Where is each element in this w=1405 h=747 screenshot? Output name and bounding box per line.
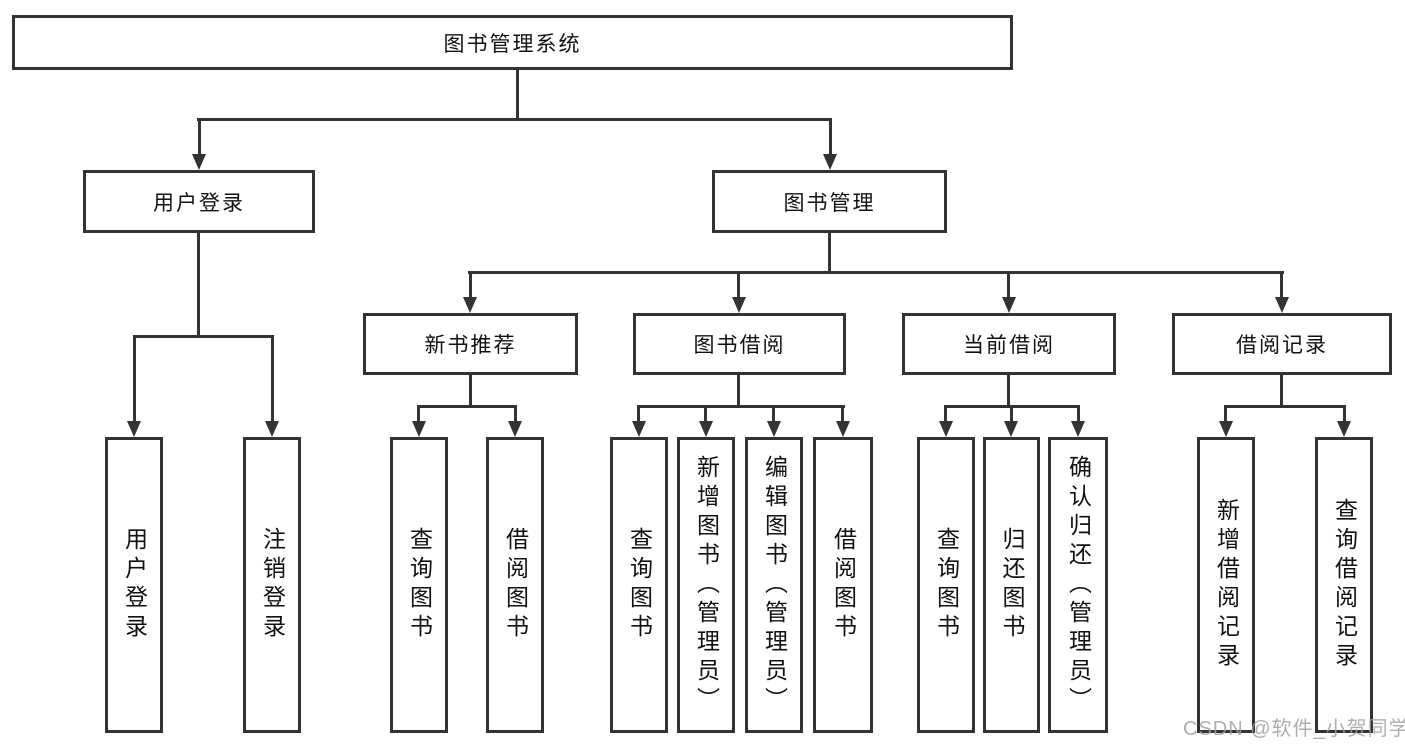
connector-drop [637,405,640,421]
connector-drop [944,405,947,421]
connector-drop [1007,271,1010,297]
connector-book-management-bus [468,271,1284,274]
connector-drop [1077,405,1080,421]
node-label: 图书借阅 [693,334,786,357]
node-label: 图书管理 [783,191,876,215]
node-label: 用户登录 [153,191,245,215]
node-new-book-recommendation: 新书推荐 [363,313,578,375]
connector-drop [737,271,740,297]
node-book-management: 图书管理 [712,170,947,233]
node-current-borrowing: 当前借阅 [902,313,1116,375]
arrow-down-icon [632,421,646,437]
arrow-down-icon [265,421,279,437]
connector-drop [1224,405,1227,421]
leaf-label: 新增借阅记录 [1213,498,1240,672]
csdn-watermark: CSDN @软件_小贺同学 [1183,718,1405,740]
connector-drop [1010,405,1013,421]
leaf-label: 借阅图书 [502,527,529,643]
leaf-borrow-books-recommend: 借阅图书 [486,437,544,733]
connector-drop [1280,271,1283,297]
leaf-label: 新增图书（管理员） [693,454,720,716]
connector-drop [133,335,136,421]
leaf-query-books-current: 查询图书 [917,437,975,733]
connector-bus [637,405,845,408]
leaf-return-books: 归还图书 [983,437,1040,733]
leaf-label: 借阅图书 [830,527,857,643]
connector-drop [514,405,517,421]
node-label: 新书推荐 [424,334,517,357]
connector-stem [1007,375,1010,408]
connector-user-login-bus [133,335,274,338]
connector-drop [198,118,201,154]
connector-bus [1224,405,1346,408]
arrow-down-icon [823,154,837,170]
leaf-query-books-recommend: 查询图书 [390,437,448,733]
connector-stem [737,375,740,408]
node-label: 图书管理系统 [443,32,582,56]
leaf-user-login: 用户登录 [105,437,163,733]
leaf-query-borrow-record: 查询借阅记录 [1315,437,1373,733]
leaf-label: 编辑图书（管理员） [761,454,788,716]
arrow-down-icon [1004,421,1018,437]
connector-drop [704,405,707,421]
leaf-label: 注销登录 [259,527,286,643]
leaf-query-books-borrowing: 查询图书 [610,437,668,733]
leaf-confirm-return-admin: 确认归还（管理员） [1048,437,1108,733]
node-label: 当前借阅 [963,334,1055,357]
arrow-down-icon [1337,421,1351,437]
leaf-label: 用户登录 [121,527,148,643]
arrow-down-icon [192,154,206,170]
leaf-label: 归还图书 [999,527,1025,643]
connector-stem [1280,375,1283,408]
connector-drop [829,118,832,154]
arrow-down-icon [127,421,141,437]
node-library-management-system: 图书管理系统 [12,15,1013,70]
arrow-down-icon [939,421,953,437]
leaf-edit-books-admin: 编辑图书（管理员） [745,437,803,733]
arrow-down-icon [767,421,781,437]
leaf-add-borrow-record: 新增借阅记录 [1197,437,1255,733]
node-user-login: 用户登录 [83,170,315,233]
arrow-down-icon [1002,297,1016,313]
arrow-down-icon [463,297,477,313]
connector-drop [417,405,420,421]
connector-book-management-stem [828,233,831,274]
connector-user-login-stem [197,233,200,338]
arrow-down-icon [732,297,746,313]
leaf-label: 确认归还（管理员） [1065,454,1092,716]
leaf-borrow-books-borrowing: 借阅图书 [813,437,873,733]
arrow-down-icon [508,421,522,437]
arrow-down-icon [1071,421,1085,437]
connector-bus [417,405,517,408]
node-book-borrowing: 图书借阅 [633,313,846,375]
connector-root-bus [197,118,832,121]
connector-drop [1343,405,1346,421]
connector-drop [841,405,844,421]
connector-drop [772,405,775,421]
connector-drop [469,271,472,297]
connector-root-stem [516,70,519,121]
arrow-down-icon [1219,421,1233,437]
leaf-label: 查询图书 [406,527,433,643]
arrow-down-icon [836,421,850,437]
connector-drop [271,335,274,421]
connector-stem [469,375,472,408]
node-label: 借阅记录 [1236,334,1328,357]
leaf-logout: 注销登录 [243,437,301,733]
leaf-add-books-admin: 新增图书（管理员） [677,437,735,733]
arrow-down-icon [699,421,713,437]
arrow-down-icon [412,421,426,437]
arrow-down-icon [1275,297,1289,313]
leaf-label: 查询图书 [626,527,653,643]
node-borrowing-records: 借阅记录 [1172,313,1392,375]
leaf-label: 查询图书 [933,527,960,643]
leaf-label: 查询借阅记录 [1331,498,1358,672]
